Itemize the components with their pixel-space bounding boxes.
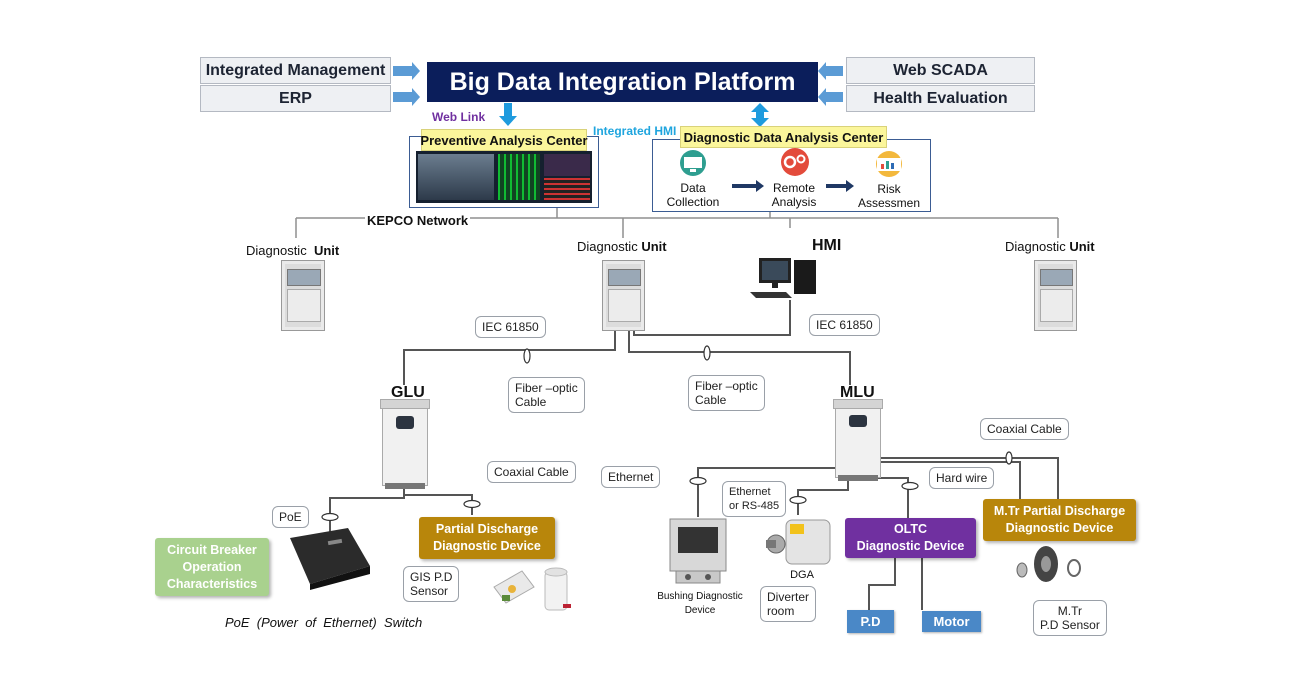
mtr-pd-sensor-image [1008, 540, 1082, 588]
poe-switch-caption: PoE (Power of Ethernet) Switch [225, 615, 423, 630]
arrow-scada [818, 62, 843, 80]
pd-sensor-cylinder-image [543, 566, 571, 612]
web-link-label: Web Link [432, 110, 486, 124]
hard-wire-callout: Hard wire [929, 467, 995, 489]
bushing-device-image [668, 517, 728, 584]
integrated-management-box: Integrated Management [200, 57, 391, 84]
arrow-health [818, 88, 843, 106]
chart-icon [868, 150, 908, 177]
poe-callout: PoE [272, 506, 309, 528]
web-scada-label: Web SCADA [893, 61, 988, 79]
erp-box: ERP [200, 85, 391, 112]
dga-caption: DGA [790, 569, 814, 581]
kepco-network-label: KEPCO Network [365, 213, 471, 228]
motor-tag: Motor [922, 611, 981, 632]
iec-61850-right-callout: IEC 61850 [809, 314, 880, 336]
preventive-center-label: Preventive Analysis Center [420, 129, 588, 151]
glu-cabinet [380, 399, 430, 489]
mlu-cabinet [833, 399, 883, 481]
diagnostic-unit-left [281, 260, 325, 331]
web-scada-box: Web SCADA [846, 57, 1035, 84]
mlu-label: MLU [840, 384, 875, 401]
diagnostic-unit-right-label: Diagnostic Unit [1005, 239, 1095, 254]
arrow-erp [393, 88, 420, 106]
diagnostic-unit-center [602, 260, 645, 331]
hmi-label: HMI [812, 237, 842, 254]
glu-label: GLU [391, 384, 425, 401]
platform-title: Big Data Integration Platform [427, 62, 818, 102]
diagnostic-unit-left-label: Diagnostic Unit [246, 243, 340, 258]
diagnostic-unit-right [1034, 260, 1077, 331]
arrow-right-2 [826, 180, 854, 192]
coaxial-cable-glu-callout: Coaxial Cable [487, 461, 576, 483]
gis-sensor-image [492, 565, 536, 605]
arrow-im [393, 62, 420, 80]
pd-tag: P.D [847, 610, 894, 633]
iec-61850-left-callout: IEC 61850 [475, 316, 546, 338]
integrated-hmi-label: Integrated HMI [593, 124, 677, 138]
poe-switch-image [286, 526, 372, 590]
health-evaluation-box: Health Evaluation [846, 85, 1035, 112]
gears-icon [775, 147, 813, 176]
diagnostic-unit-center-label: Diagnostic Unit [577, 239, 667, 254]
integrated-management-label: Integrated Management [205, 61, 386, 79]
monitoring-screens-image [416, 151, 592, 203]
dga-image [764, 514, 834, 566]
ethernet-callout: Ethernet [601, 466, 661, 488]
diagnostic-center-label: Diagnostic Data Analysis Center [680, 126, 887, 148]
arrow-right-1 [732, 180, 764, 192]
arrow-down-weblink [499, 103, 517, 126]
arrow-updown-hmi [751, 103, 769, 127]
health-evaluation-label: Health Evaluation [873, 89, 1008, 107]
monitor-icon [676, 150, 710, 176]
coaxial-cable-mlu-callout: Coaxial Cable [980, 418, 1069, 440]
erp-label: ERP [279, 89, 312, 107]
hmi-computer-icon [748, 256, 820, 301]
